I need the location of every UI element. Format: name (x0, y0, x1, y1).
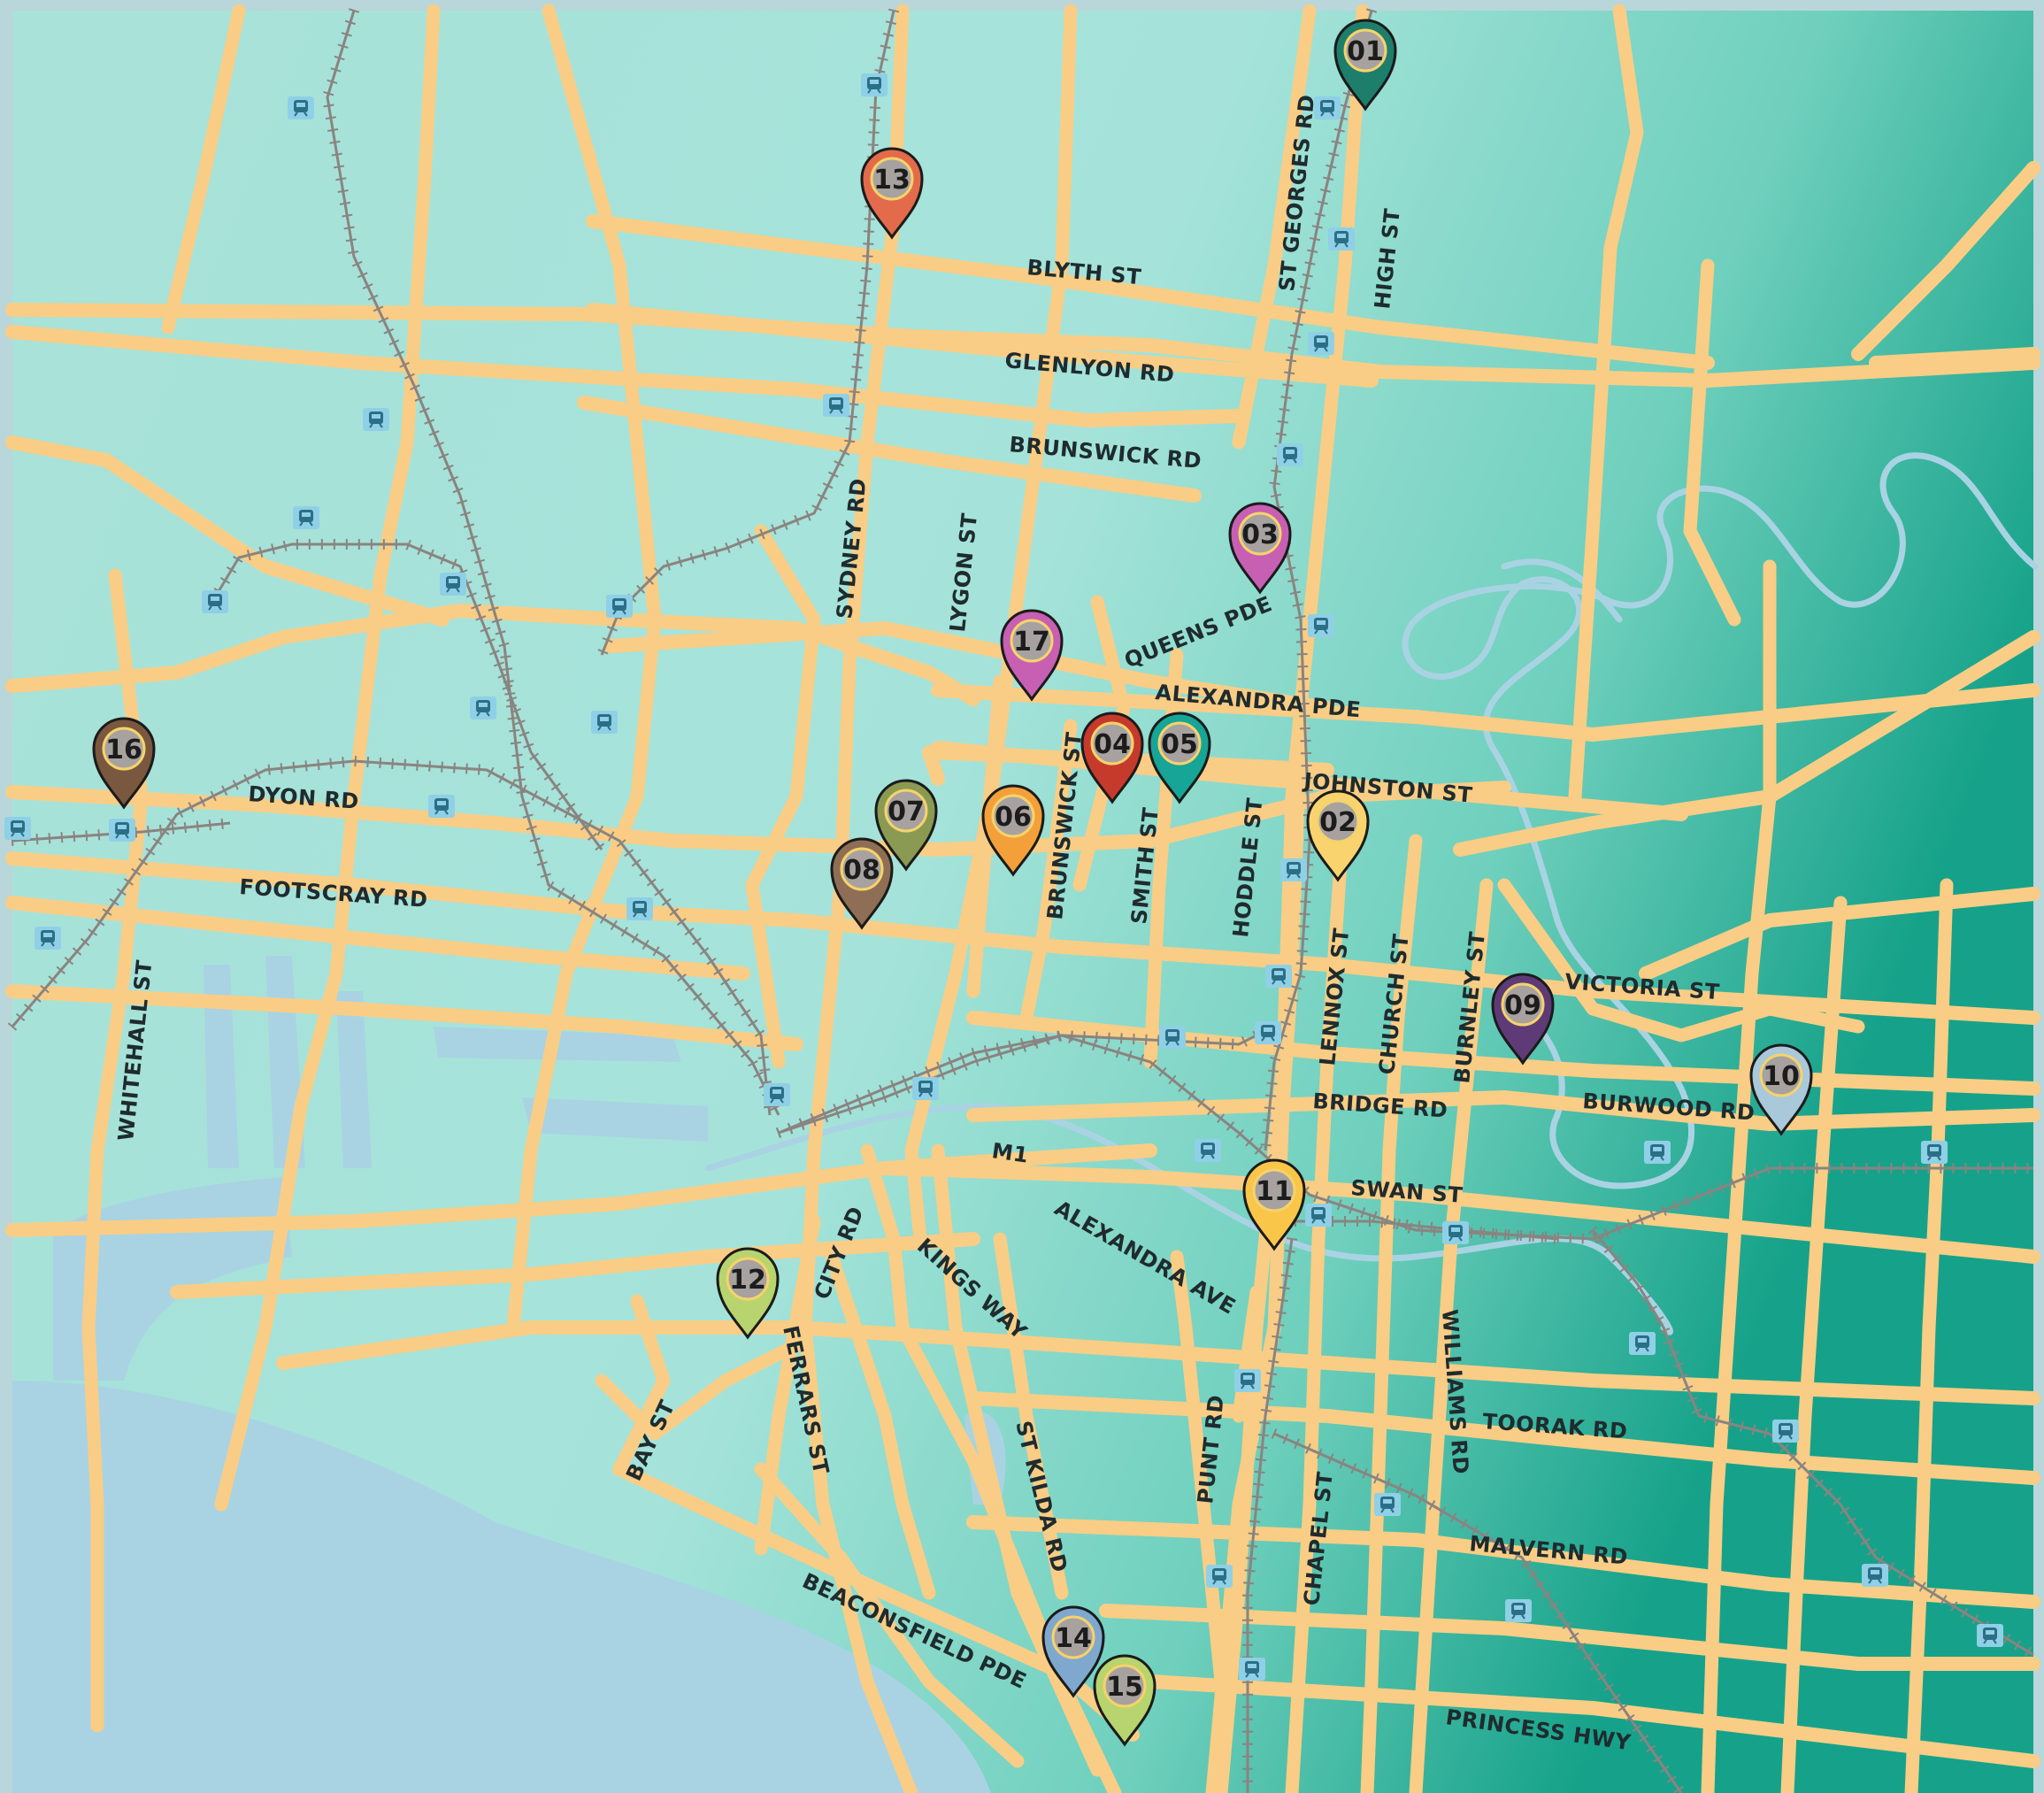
train-station-icon (861, 73, 888, 96)
map-pin-icon[interactable] (1080, 712, 1144, 804)
train-station-icon (428, 795, 455, 818)
train-station-icon (1374, 1493, 1401, 1516)
marker-label-03: 03 (1241, 519, 1279, 550)
train-station-icon (1239, 1658, 1265, 1681)
train-station-icon (288, 96, 314, 119)
map-marker-01[interactable]: 01 (1333, 19, 1397, 112)
map-marker-07[interactable]: 07 (874, 779, 938, 872)
train-station-icon (1206, 1565, 1233, 1588)
train-station-icon (823, 394, 849, 417)
marker-label-17: 17 (1013, 627, 1050, 658)
marker-label-01: 01 (1347, 36, 1384, 67)
train-station-icon (1505, 1599, 1532, 1622)
train-station-icon (1280, 858, 1307, 881)
map-pin-icon[interactable] (874, 779, 938, 872)
train-station-icon (1644, 1141, 1671, 1164)
map-marker-05[interactable]: 05 (1148, 712, 1211, 804)
marker-label-15: 15 (1106, 1672, 1143, 1703)
train-station-icon (912, 1077, 939, 1100)
map-marker-03[interactable]: 03 (1228, 502, 1292, 595)
map-pin-icon[interactable] (981, 784, 1045, 877)
train-station-icon (1862, 1564, 1888, 1587)
map-marker-09[interactable]: 09 (1491, 973, 1555, 1066)
marker-label-04: 04 (1094, 729, 1131, 760)
train-station-icon (363, 408, 389, 431)
marker-label-14: 14 (1055, 1623, 1092, 1654)
marker-label-12: 12 (729, 1265, 766, 1296)
road-network (5, 4, 2040, 1793)
train-station-icon (1314, 96, 1341, 119)
map-marker-02[interactable]: 02 (1306, 789, 1370, 882)
map-marker-13[interactable]: 13 (860, 147, 924, 240)
map-pin-icon[interactable] (1333, 19, 1397, 112)
marker-label-16: 16 (105, 735, 142, 766)
map-pin-icon[interactable] (92, 717, 156, 810)
marker-label-06: 06 (995, 802, 1032, 833)
train-station-icon (764, 1083, 790, 1106)
map-marker-10[interactable]: 10 (1749, 1043, 1813, 1136)
train-station-icon (1159, 1026, 1186, 1049)
train-station-icon (4, 817, 31, 840)
map-pin-icon[interactable] (1093, 1654, 1156, 1747)
map-marker-16[interactable]: 16 (92, 717, 156, 810)
train-station-icon (109, 819, 135, 842)
map-marker-06[interactable]: 06 (981, 784, 1045, 877)
train-stations (4, 73, 2003, 1681)
train-station-icon (1255, 1021, 1281, 1044)
marker-label-08: 08 (843, 855, 880, 886)
rail-lines (7, 8, 2034, 1793)
map-pin-icon[interactable] (1041, 1605, 1105, 1698)
map-marker-08[interactable]: 08 (830, 837, 894, 930)
train-station-icon (1277, 443, 1303, 466)
map-pin-icon[interactable] (1306, 789, 1370, 882)
marker-label-07: 07 (888, 796, 925, 827)
map-pin-icon[interactable] (1000, 609, 1064, 702)
map-marker-11[interactable]: 11 (1242, 1158, 1306, 1251)
train-station-icon (1977, 1624, 2003, 1647)
map-pin-icon[interactable] (1228, 502, 1292, 595)
train-station-icon (1265, 965, 1292, 988)
train-station-icon (1772, 1420, 1799, 1443)
train-station-icon (591, 711, 618, 734)
train-station-icon (1308, 614, 1334, 637)
train-station-icon (470, 696, 496, 720)
marker-label-09: 09 (1504, 990, 1541, 1021)
train-station-icon (1195, 1139, 1221, 1162)
train-station-icon (1308, 332, 1334, 355)
train-station-icon (606, 595, 633, 618)
train-station-icon (1629, 1332, 1656, 1355)
train-station-icon (1442, 1221, 1469, 1244)
train-station-icon (1921, 1141, 1948, 1164)
map-marker-14[interactable]: 14 (1041, 1605, 1105, 1698)
map-pin-icon[interactable] (1242, 1158, 1306, 1251)
map-pin-icon[interactable] (1491, 973, 1555, 1066)
marker-label-11: 11 (1256, 1176, 1293, 1207)
map-markers[interactable]: 01 02 03 04 05 06 07 08 (92, 19, 1813, 1747)
marker-label-10: 10 (1763, 1061, 1800, 1092)
train-station-icon (440, 573, 466, 596)
marker-label-05: 05 (1161, 729, 1198, 760)
map-pin-icon[interactable] (1749, 1043, 1813, 1136)
marker-label-13: 13 (873, 165, 911, 196)
train-station-icon (626, 897, 653, 920)
map-pin-icon[interactable] (860, 147, 924, 240)
map-pin-icon[interactable] (1148, 712, 1211, 804)
road-label-m1: M1 (990, 1138, 1030, 1168)
map-marker-15[interactable]: 15 (1093, 1654, 1156, 1747)
train-station-icon (35, 927, 61, 950)
train-station-icon (1234, 1369, 1261, 1392)
train-station-icon (202, 590, 228, 613)
map-marker-17[interactable]: 17 (1000, 609, 1064, 702)
train-station-icon (293, 506, 319, 529)
map-pin-icon[interactable] (716, 1247, 780, 1340)
marker-label-02: 02 (1319, 807, 1356, 838)
map-marker-12[interactable]: 12 (716, 1247, 780, 1340)
train-station-icon (1328, 227, 1355, 250)
map-pin-icon[interactable] (830, 837, 894, 930)
map-marker-04[interactable]: 04 (1080, 712, 1144, 804)
train-station-icon (1305, 1204, 1332, 1227)
